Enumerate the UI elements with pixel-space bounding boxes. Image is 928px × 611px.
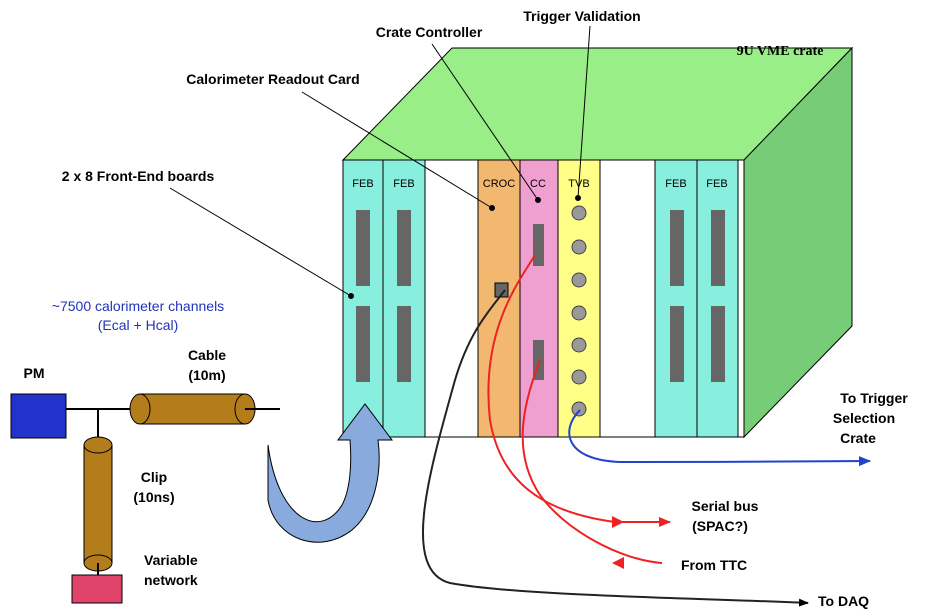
connector [533, 224, 544, 266]
daq-cable [422, 289, 809, 607]
ttc-arrowhead [612, 557, 624, 569]
label-to-trigger-line2: Selection [833, 410, 895, 426]
label-variable-line1: Variable [144, 552, 198, 568]
cc-card [519, 159, 559, 438]
trigger-cable [568, 409, 871, 467]
feb-card-2 [382, 159, 426, 438]
connector [356, 210, 370, 286]
connector [711, 306, 725, 382]
label-variable-line2: network [144, 572, 198, 588]
label-pm: PM [24, 365, 45, 381]
serial-bus-cable [487, 254, 671, 527]
feb-card-3 [654, 159, 698, 438]
connector [397, 210, 411, 286]
variable-network-block [71, 574, 123, 604]
connector [533, 340, 544, 380]
lemo-connector [571, 337, 587, 353]
connector [356, 306, 370, 382]
label-to-trigger-line3: Crate [840, 430, 876, 446]
clip-cylinder [83, 444, 113, 564]
lemo-connector [571, 305, 587, 321]
pm-block [10, 393, 67, 439]
lemo-connector [571, 369, 587, 385]
leader-trigger-validation [577, 25, 591, 199]
feb-card-4 [696, 159, 739, 438]
ttc-cable [521, 359, 663, 564]
feb-card-1 [342, 159, 384, 438]
slot-label-feb-3: FEB [665, 178, 686, 190]
pm-cable-assembly [10, 393, 280, 604]
label-to-trigger-line1: To Trigger [840, 390, 908, 406]
label-from-ttc: From TTC [681, 557, 747, 573]
label-channels-line2: (Ecal + Hcal) [98, 317, 179, 333]
connector [711, 210, 725, 286]
croc-connector [494, 282, 509, 298]
serial-bus-back-arrow [612, 516, 624, 528]
cable-cylinder [139, 393, 246, 425]
leader-lines [169, 25, 591, 299]
label-crate-controller: Crate Controller [376, 24, 483, 40]
lemo-connector [571, 272, 587, 288]
label-cable-line1: Cable [188, 347, 226, 363]
slot-label-cc: CC [530, 178, 546, 190]
connector [397, 306, 411, 382]
slot-label-feb-2: FEB [393, 178, 414, 190]
label-clip-line1: Clip [141, 469, 167, 485]
leader-feb [169, 187, 352, 297]
label-croc: Calorimeter Readout Card [186, 71, 359, 87]
label-trigger-validation: Trigger Validation [523, 8, 640, 24]
label-channels-line1: ~7500 calorimeter channels [52, 298, 224, 314]
lemo-connector [571, 401, 587, 417]
slot-label-croc: CROC [483, 178, 515, 190]
leader-croc [301, 91, 493, 209]
connector [670, 306, 684, 382]
lemo-connector [571, 205, 587, 221]
slot-label-feb-1: FEB [352, 178, 373, 190]
label-cable-line2: (10m) [188, 367, 225, 383]
tvb-card [557, 159, 601, 438]
label-to-daq: To DAQ [818, 593, 869, 609]
label-serial-line1: Serial bus [692, 498, 759, 514]
leader-crate-controller [431, 43, 539, 201]
slot-label-feb-4: FEB [706, 178, 727, 190]
label-feb-boards: 2 x 8 Front-End boards [62, 168, 215, 184]
label-vme-crate: 9U VME crate [737, 44, 824, 59]
connector [670, 210, 684, 286]
label-clip-line2: (10ns) [133, 489, 174, 505]
label-serial-line2: (SPAC?) [692, 518, 748, 534]
curved-flow-arrow [267, 403, 393, 543]
lemo-connector [571, 239, 587, 255]
